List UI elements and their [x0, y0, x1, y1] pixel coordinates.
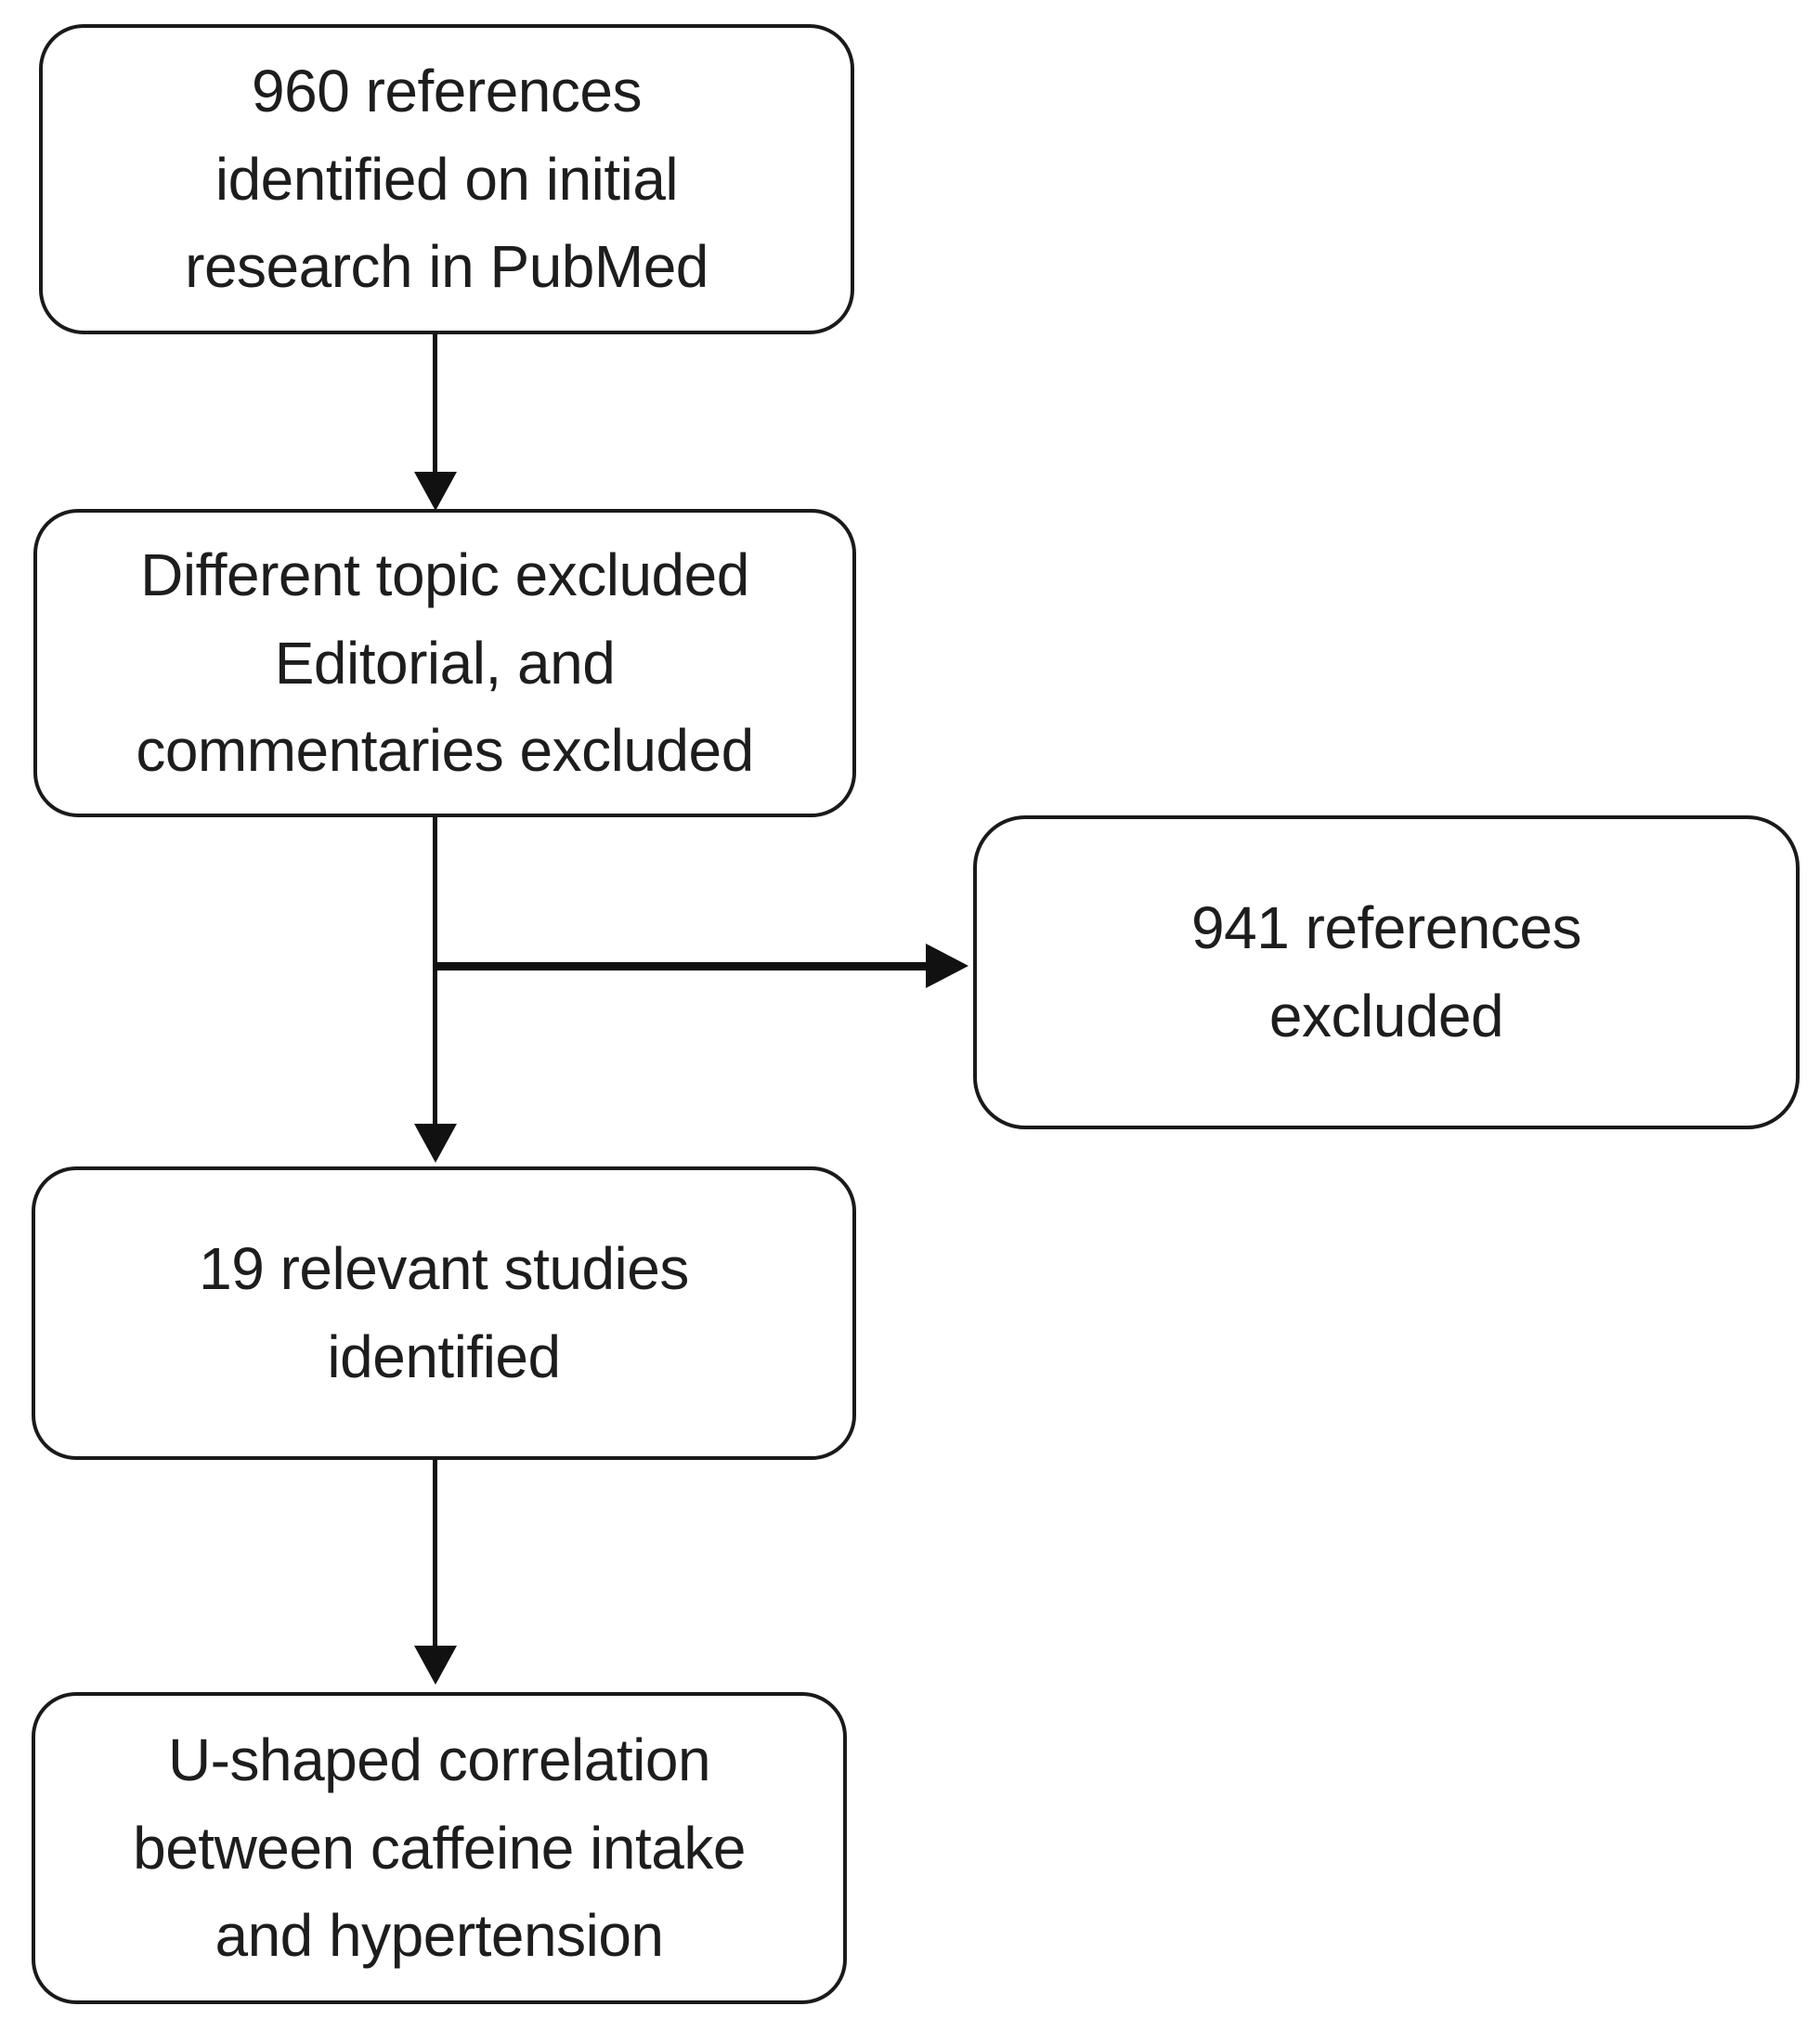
node-exclusion-criteria: Different topic excluded Editorial, and … — [33, 509, 856, 817]
arrow-down-icon — [414, 1124, 457, 1163]
arrow-down-icon — [414, 1646, 457, 1685]
node-excluded-references: 941 references excluded — [973, 815, 1800, 1129]
connector-relevant-to-conclusion-shaft — [433, 1460, 437, 1648]
connector-branch-to-excluded-shaft — [435, 962, 927, 970]
node-relevant-studies: 19 relevant studies identified — [32, 1166, 856, 1460]
arrow-right-icon — [926, 944, 968, 988]
connector-initial-to-criteria-shaft — [433, 334, 437, 474]
node-initial-references: 960 references identified on initial res… — [39, 24, 854, 334]
connector-criteria-to-relevant-shaft — [433, 817, 437, 1124]
arrow-down-icon — [414, 472, 457, 511]
node-conclusion: U-shaped correlation between caffeine in… — [32, 1692, 847, 2004]
